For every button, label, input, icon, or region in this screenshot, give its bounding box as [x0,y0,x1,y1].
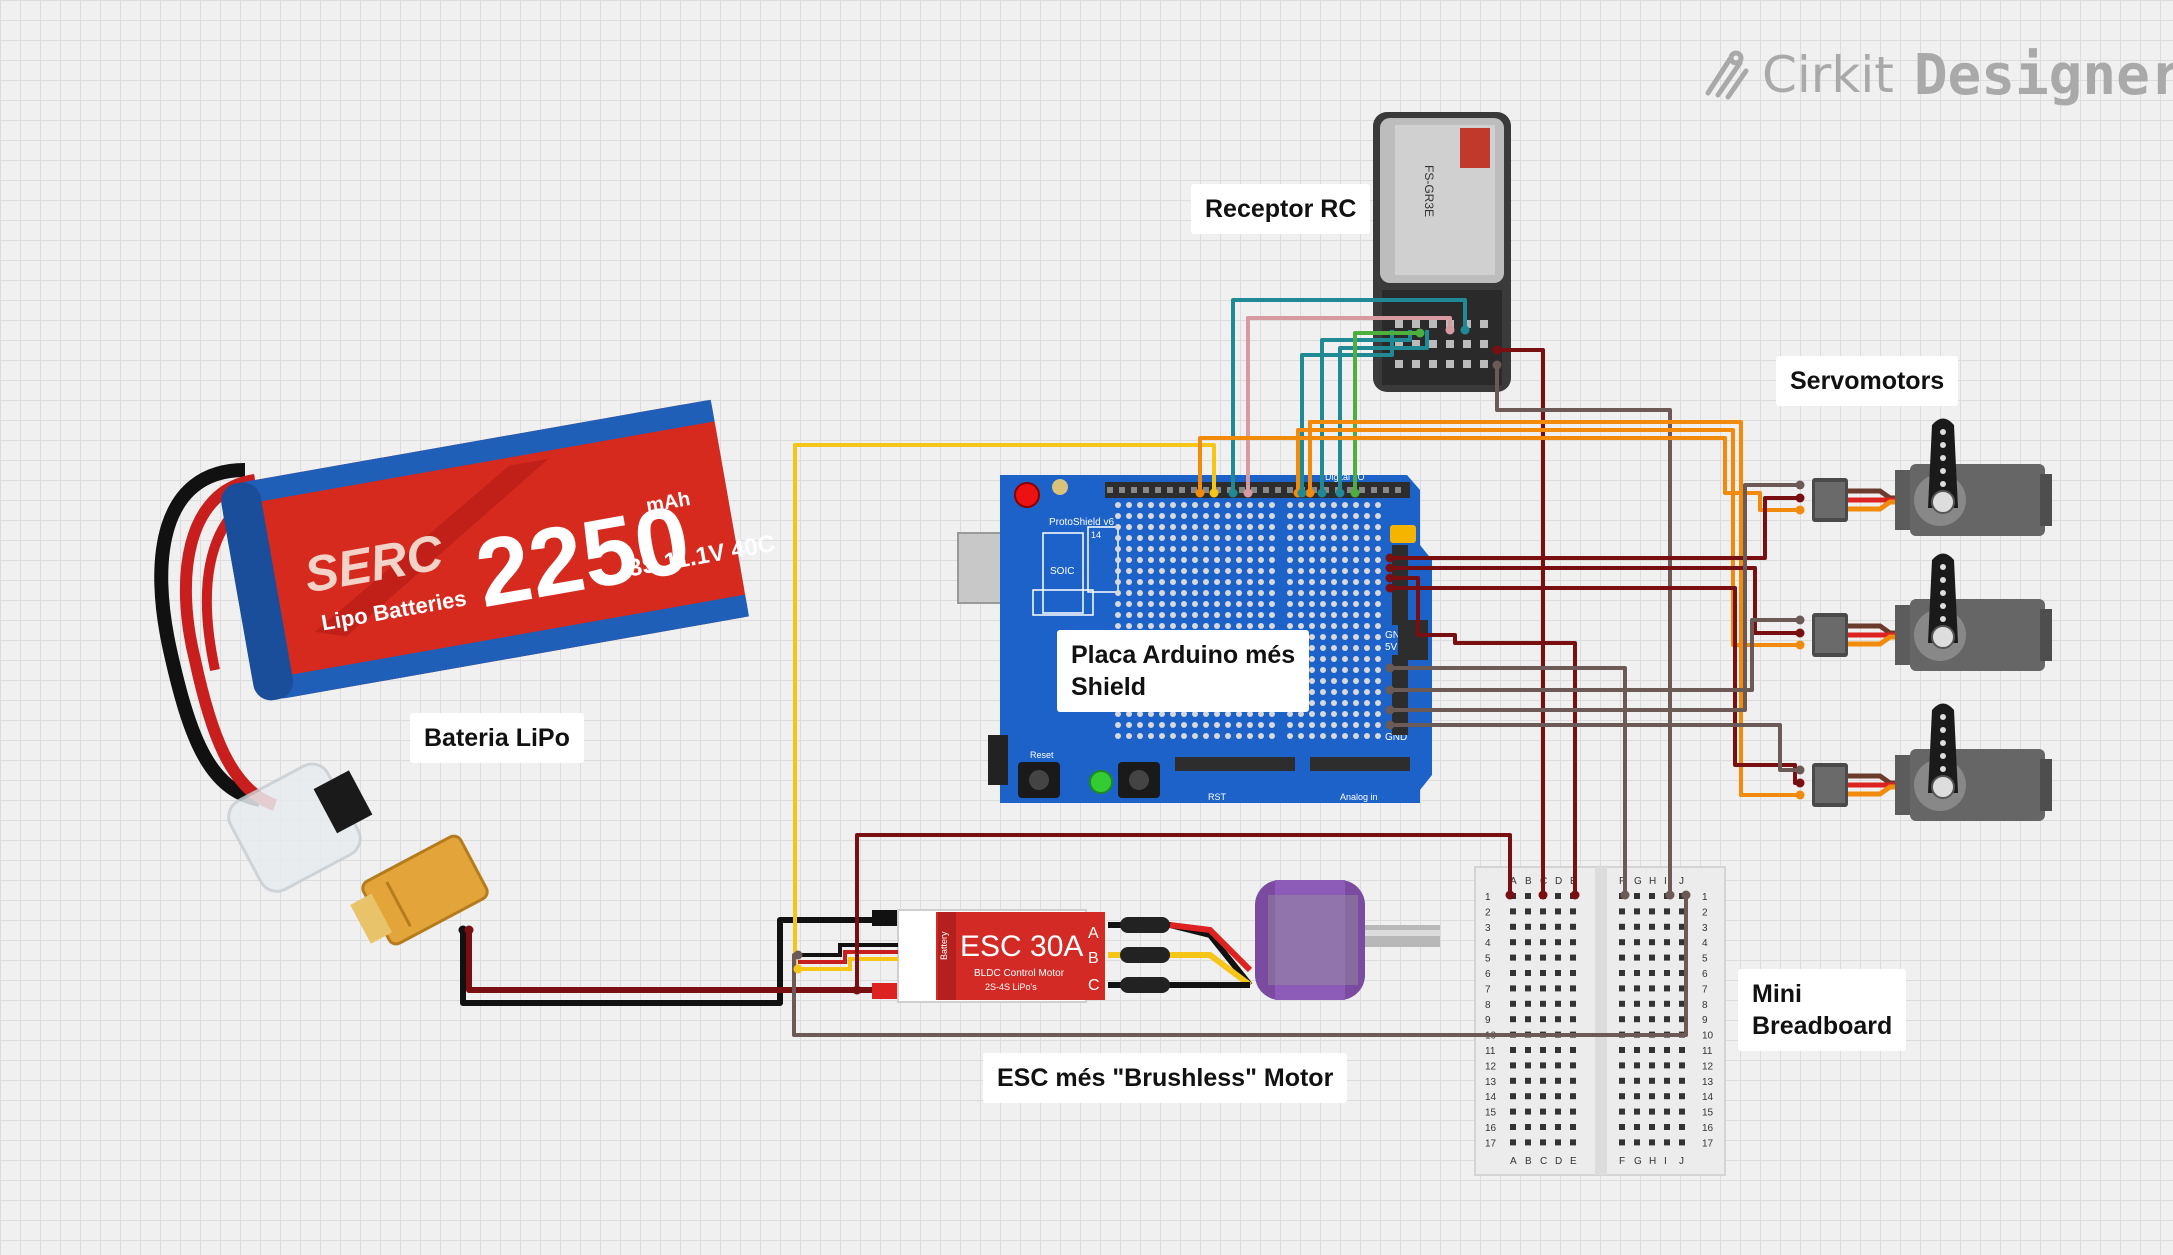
breadboard-row-label: 16 [1702,1123,1714,1134]
breadboard-col-label: F [1619,1156,1625,1167]
breadboard-col-label: A [1510,1156,1517,1167]
breadboard-row-label: 13 [1702,1077,1714,1088]
breadboard-col-label: G [1634,876,1642,887]
breadboard-row-label: 5 [1485,954,1491,965]
power-wires [460,917,880,1006]
label-esc-motor: ESC més "Brushless" Motor [983,1053,1348,1103]
breadboard-row-label: 11 [1702,1046,1713,1057]
shield-analog-label: Analog in [1340,792,1378,802]
breadboard-row-label: 17 [1485,1138,1497,1149]
breadboard-col-label: A [1510,876,1517,887]
breadboard-col-label: B [1525,1156,1532,1167]
breadboard-col-label: B [1525,876,1532,887]
lipo-battery[interactable]: SERC Lipo Batteries 2250 mAh 3S 11.1V 40… [154,393,786,955]
esc-phase-b: B [1088,950,1099,967]
breadboard-col-label: G [1634,1156,1642,1167]
breadboard-row-label: 6 [1485,969,1491,980]
breadboard-col-label: C [1540,1156,1547,1167]
shield-rst: RST [1208,792,1227,802]
breadboard-row-label: 9 [1485,1015,1491,1026]
brand-name-part2: Designer [1913,42,2173,108]
wire-endpoints [458,325,1805,995]
breadboard-col-label: J [1679,876,1684,887]
servo-motor[interactable] [1812,703,2052,822]
breadboard-row-label: 13 [1485,1077,1497,1088]
breadboard-row-label: 8 [1485,1000,1491,1011]
breadboard-col-label: D [1555,1156,1562,1167]
breadboard-row-label: 12 [1485,1061,1497,1072]
servo-group [1812,418,2052,822]
breadboard-row-label: 15 [1702,1108,1714,1119]
breadboard-col-label: D [1555,876,1562,887]
esc-module[interactable]: ESC 30A BLDC Control Motor 2S-4S LiPo's … [798,909,1253,1003]
shield-label-gnd1: GND [1385,630,1407,641]
breadboard-col-label: I [1664,876,1667,887]
breadboard-row-label: 9 [1702,1015,1708,1026]
breadboard-row-label: 3 [1702,923,1708,934]
label-receiver: Receptor RC [1191,184,1371,234]
brushless-motor[interactable] [1255,880,1440,1000]
breadboard-col-label: J [1679,1156,1684,1167]
breadboard-row-label: 3 [1485,923,1491,934]
breadboard-row-label: 12 [1702,1061,1714,1072]
breadboard-col-label: E [1570,1156,1577,1167]
breadboard-row-label: 17 [1702,1138,1714,1149]
esc-phase-a: A [1088,925,1099,942]
esc-subtitle: BLDC Control Motor [974,968,1065,979]
label-servomotors: Servomotors [1776,356,1959,406]
esc-subtitle2: 2S-4S LiPo's [985,982,1037,992]
breadboard-row-label: 7 [1702,984,1708,995]
label-arduino: Placa Arduino més Shield [1057,630,1310,712]
breadboard-col-label: H [1649,1156,1656,1167]
brand-logo: Cirkit Designer [1700,40,2173,110]
breadboard-row-label: 5 [1702,954,1708,965]
shield-chip: 14 [1091,530,1101,540]
esc-title: ESC 30A [960,930,1083,963]
breadboard-row-label: 6 [1702,969,1708,980]
label-battery: Bateria LiPo [410,713,584,763]
breadboard-row-label: 16 [1485,1123,1497,1134]
servo-motor[interactable] [1812,418,2052,537]
shield-name: ProtoShield v6 [1049,517,1114,528]
brand-name-part1: Cirkit [1762,46,1894,104]
breadboard-row-label: 4 [1702,938,1708,949]
shield-label-5v: 5V [1385,642,1398,653]
breadboard-col-label: F [1619,876,1625,887]
breadboard-row-label: 4 [1485,938,1491,949]
breadboard-col-label: I [1664,1156,1667,1167]
shield-reset-label: Reset [1030,750,1054,760]
label-breadboard: Mini Breadboard [1738,969,1907,1051]
servo-motor[interactable] [1812,553,2052,672]
breadboard-row-label: 14 [1485,1092,1497,1103]
receiver-model: FS-GR3E [1422,165,1436,217]
shield-digital-label: Digital I/O [1325,472,1365,482]
breadboard-row-label: 8 [1702,1000,1708,1011]
breadboard-row-label: 7 [1485,984,1491,995]
signal-wires [792,298,1800,1037]
circuit-icon [1705,50,1749,100]
breadboard-row-label: 2 [1702,907,1708,918]
esc-input-label: Battery [939,931,949,960]
esc-phase-c: C [1088,977,1100,994]
breadboard-row-label: 14 [1702,1092,1714,1103]
breadboard-row-label: 1 [1702,892,1708,903]
breadboard-row-label: 10 [1702,1031,1714,1042]
shield-soic: SOIC [1050,566,1074,577]
breadboard-row-label: 15 [1485,1108,1497,1119]
rc-receiver[interactable]: FS-GR3E [1373,112,1511,392]
breadboard-row-label: 2 [1485,907,1491,918]
breadboard-row-label: 1 [1485,892,1491,903]
breadboard-col-label: H [1649,876,1656,887]
shield-label-gnd2: GND [1385,732,1407,743]
breadboard-row-label: 11 [1485,1046,1496,1057]
